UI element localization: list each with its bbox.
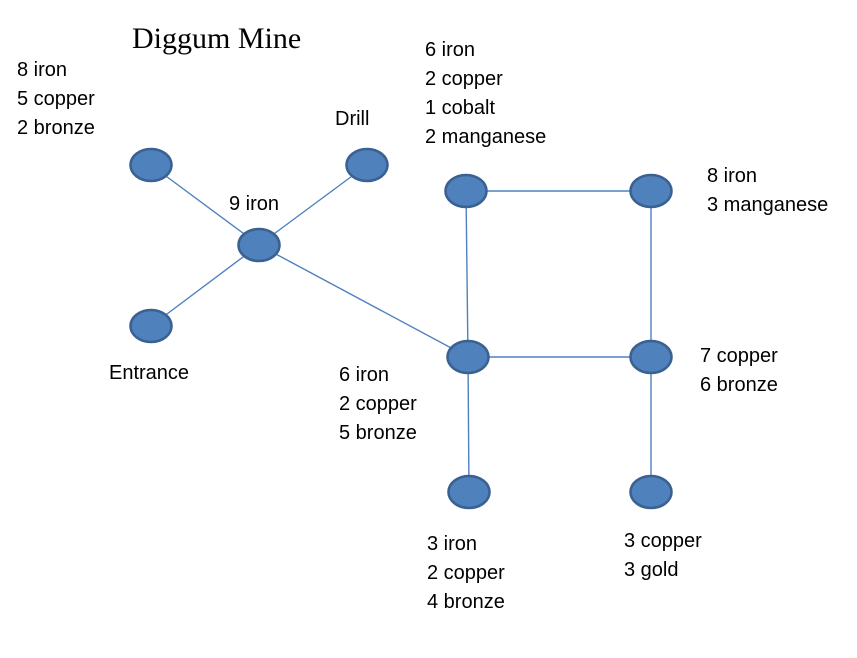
label-hub: 9 iron	[229, 193, 280, 215]
edge-nw-chamber-hub	[150, 164, 260, 246]
node-southeast-chamber	[629, 474, 673, 510]
node-northeast-chamber	[629, 173, 673, 209]
edge-center-junction-south-chamber	[467, 356, 470, 493]
edge-drill-hub	[258, 164, 368, 246]
label-south-chamber: 3 iron 2 copper 4 bronze	[427, 533, 505, 613]
node-center-junction	[446, 339, 490, 375]
node-hub	[237, 227, 281, 263]
label-southeast-chamber: 3 copper 3 gold	[624, 530, 702, 581]
label-center-junction: 6 iron 2 copper 5 bronze	[339, 364, 417, 444]
label-northeast-chamber: 8 iron 3 manganese	[707, 165, 829, 216]
edge-hub-center-junction	[258, 244, 469, 358]
label-drill: Drill	[335, 108, 370, 130]
node-nw-chamber	[129, 147, 173, 183]
node-east-chamber	[629, 339, 673, 375]
node-entrance	[129, 308, 173, 344]
diagram-title: Diggum Mine	[132, 22, 302, 55]
node-north-chamber	[444, 173, 488, 209]
node-south-chamber	[447, 474, 491, 510]
label-north-chamber: 6 iron 2 copper 1 cobalt 2 manganese	[425, 39, 547, 148]
label-nw-chamber: 8 iron 5 copper 2 bronze	[17, 59, 95, 139]
label-entrance: Entrance	[109, 362, 190, 384]
edge-entrance-hub	[150, 244, 260, 327]
label-east-chamber: 7 copper 6 bronze	[700, 345, 778, 396]
edge-north-chamber-center-junction	[465, 190, 469, 358]
node-drill	[345, 147, 389, 183]
